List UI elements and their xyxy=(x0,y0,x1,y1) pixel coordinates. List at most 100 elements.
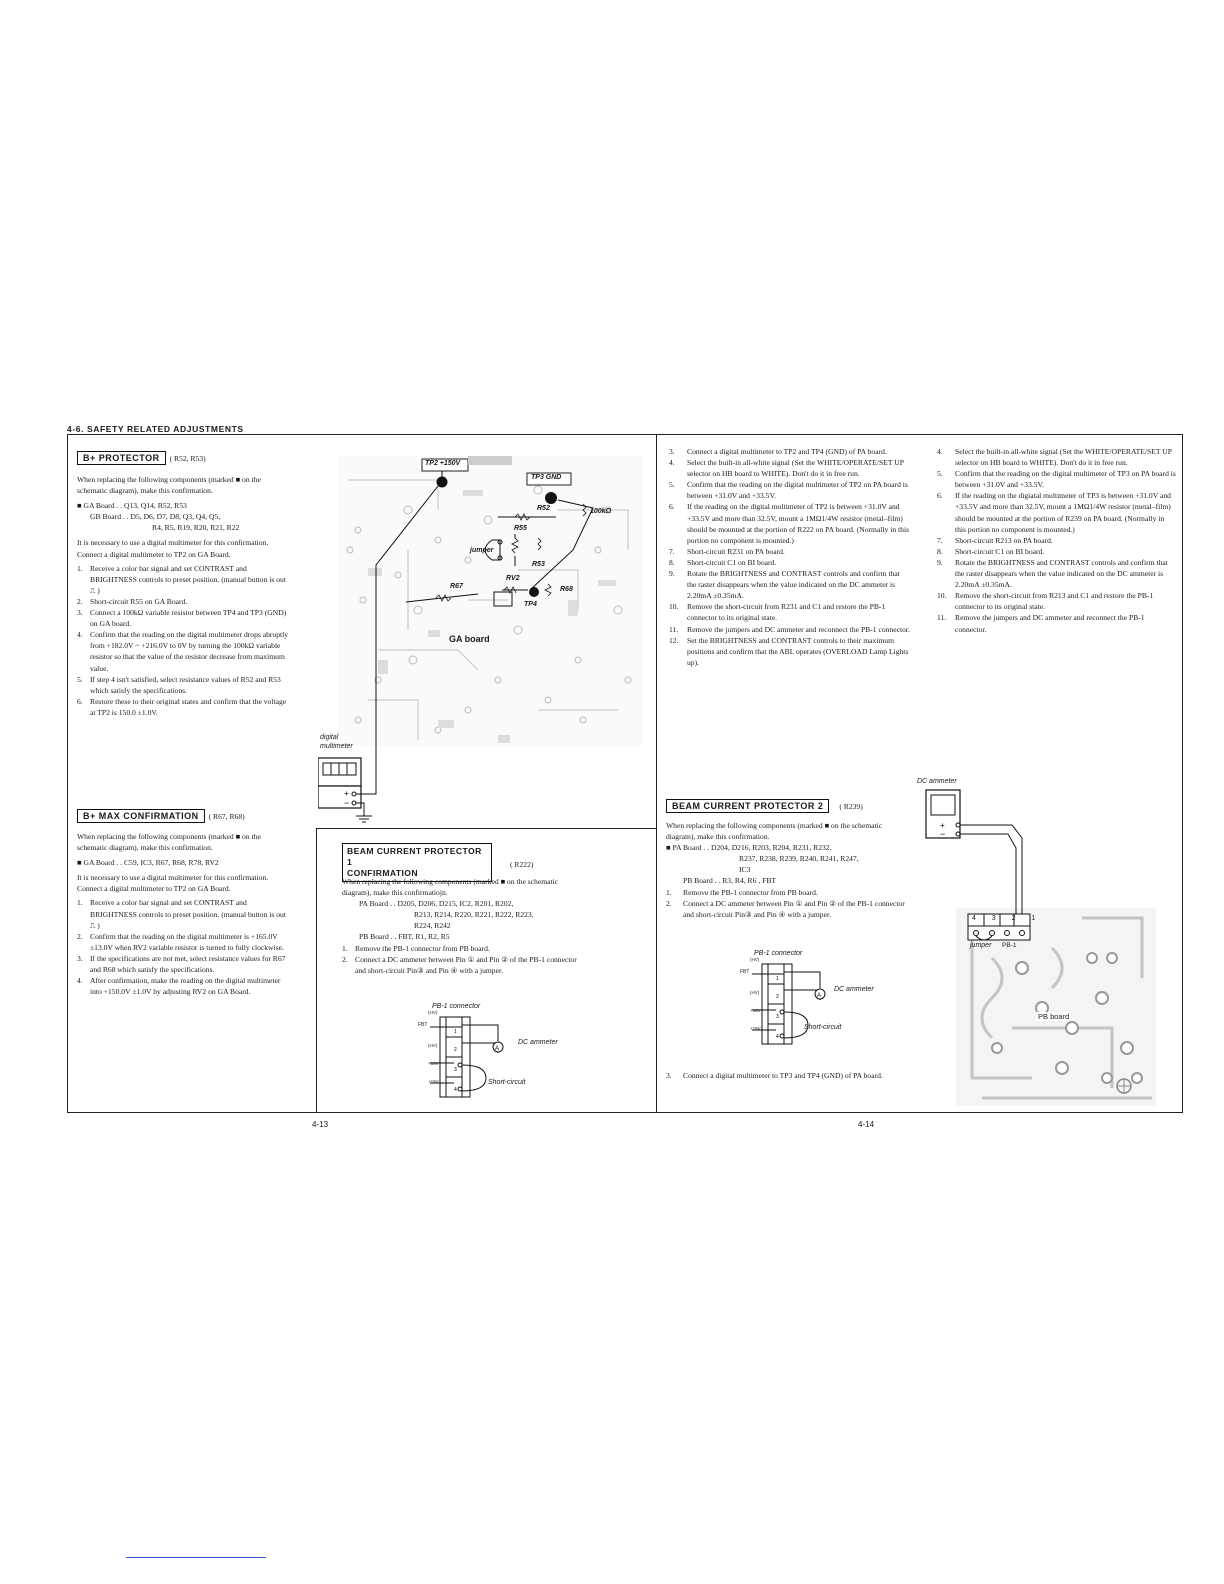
svg-text:1: 1 xyxy=(776,976,779,982)
svg-text:−: − xyxy=(940,829,945,839)
bplus-protector-heading: B+ PROTECTOR ( R52, R53) xyxy=(77,448,206,466)
intro-text: When replacing the following components … xyxy=(77,475,261,496)
section-ref: ( R52, R53) xyxy=(169,454,206,463)
step: 7.Short-circuit R231 on PA board. xyxy=(669,546,785,556)
svg-text:4: 4 xyxy=(454,1087,457,1093)
step: 5.Confirm that the reading on the digita… xyxy=(669,480,908,501)
dc-ammeter-label: DC ammeter xyxy=(834,986,874,993)
step: 8.Short-circuit C1 on BI board. xyxy=(937,546,1045,556)
pb1-connector-diagram-2: PB-1 connector A 1 2 3 4 (HV) FBT (HV) +… xyxy=(732,950,912,1050)
pb1-title: PB-1 connector xyxy=(432,1003,481,1010)
gb-board-line: GB Board . . D5, D6, D7, D8, Q3, Q4, Q5, xyxy=(90,512,221,522)
pb1-connector-diagram: PB-1 connector A 1 2 3 4 (HV) FBT (HV) +… xyxy=(410,1003,590,1103)
step: 1.Receive a color bar signal and set CON… xyxy=(77,563,286,595)
jumper-label: jumper xyxy=(470,547,494,554)
connect-text: Connect a digital multimeter to TP2 on G… xyxy=(77,884,231,894)
steps-list: 1.Receive a color bar signal and set CON… xyxy=(77,897,290,997)
intro-text: When replacing the following components … xyxy=(342,877,559,898)
step: 4.After confirmation, make the reading o… xyxy=(77,976,281,997)
pin-label: (HV) xyxy=(750,990,760,995)
svg-text:A: A xyxy=(817,993,821,999)
pa-board-line: PA Board . . D205, D206, D215, IC2, R201… xyxy=(359,899,514,909)
svg-text:3: 3 xyxy=(776,1014,779,1020)
pin-label: +18V xyxy=(750,1008,761,1013)
step: 3.If the specifications are not met, sel… xyxy=(77,953,286,975)
step: 9.Rotate the BRIGHTNESS and CONTRAST con… xyxy=(669,569,900,601)
bcp1-heading: BEAM CURRENT PROTECTOR 1 CONFIRMATION xyxy=(342,843,552,882)
svg-text:2: 2 xyxy=(776,994,779,1000)
short-circuit-label: Short-circuit xyxy=(804,1024,842,1031)
dc-ammeter-label: DC ammeter xyxy=(518,1039,558,1046)
step: 6.Restore these to their original states… xyxy=(77,696,287,717)
gb-board-line-2: R4, R5, R19, R20, R21, R22 xyxy=(152,523,240,533)
pa-board-line: ■ PA Board . . D204, D216, R203, R204, R… xyxy=(666,843,832,853)
pin-label: +18V xyxy=(428,1079,439,1084)
section-title: B+ PROTECTOR xyxy=(77,451,166,465)
svg-text:A: A xyxy=(495,1046,499,1052)
frame-bottom xyxy=(67,1112,1183,1114)
frame-center xyxy=(656,434,658,1113)
steps-list: 1.Receive a color bar signal and set CON… xyxy=(77,563,290,718)
tp4-label: TP4 xyxy=(524,601,537,608)
step: 3.Connect a 100kΩ variable resistor betw… xyxy=(77,608,287,629)
step: 3.Connect a digital multimeter to TP2 an… xyxy=(669,447,887,456)
section-title: BEAM CURRENT PROTECTOR 1 CONFIRMATION xyxy=(342,843,492,882)
rv2-label: RV2 xyxy=(506,575,520,582)
pa-board-line-3: R224, R242 xyxy=(414,921,451,931)
section-ref: ( R67, R68) xyxy=(208,812,245,821)
frame-inner-horizontal xyxy=(316,828,656,830)
step: 5.Confirm that the reading on the digita… xyxy=(937,469,1176,490)
step: 11.Remove the jumpers and DC ammeter and… xyxy=(669,624,910,634)
ga-board-line: ■ GA Board . . Q13, Q14, R52, R53 xyxy=(77,501,187,511)
step: 4.Select the built-in all-white signal (… xyxy=(669,458,904,479)
pb1-drawing: A 1 2 3 4 xyxy=(752,963,826,1045)
r55-label: R55 xyxy=(514,525,527,532)
step: 5.If step 4 isn't satisfied, select resi… xyxy=(77,674,281,695)
step: 1.Remove the PB-1 connector from PB boar… xyxy=(342,943,490,953)
step: 2.Connect a DC ammeter between Pin ① and… xyxy=(666,898,905,919)
pa-board-line-3: IC3 xyxy=(739,865,751,875)
tp3-label: TP3 GND xyxy=(531,474,562,481)
frame-right xyxy=(1182,434,1184,1113)
svg-text:+: + xyxy=(344,789,349,798)
steps-list: 1.Remove the PB-1 connector from PB boar… xyxy=(342,943,582,976)
frame-left xyxy=(67,434,69,1113)
bplus-protector-body: When replacing the following components … xyxy=(77,474,290,718)
step: 1.Remove the PB-1 connector from PB boar… xyxy=(666,887,818,897)
ga-board-drawing: + − xyxy=(317,456,643,823)
steps-list: 1.Remove the PB-1 connector from PB boar… xyxy=(666,887,911,920)
jumper-label: jumper xyxy=(970,942,992,949)
step: 2.Confirm that the reading on the digita… xyxy=(77,931,284,952)
ga-board-diagram: + − TP2 +150V TP3 GND R52 100kΩ R55 jump… xyxy=(317,450,648,828)
step: 1.Receive a color bar signal and set CON… xyxy=(77,898,286,930)
r53-label: R53 xyxy=(532,561,545,568)
bplus-max-heading: B+ MAX CONFIRMATION ( R67, R68) xyxy=(77,806,245,824)
bcp2-body: When replacing the following components … xyxy=(666,820,911,920)
step: 6.If the reading on the digital multimet… xyxy=(669,502,910,545)
bcp2-heading: BEAM CURRENT PROTECTOR 2 ( R239) xyxy=(666,796,863,814)
step: 8.Short-circuit C1 on BI board. xyxy=(669,557,777,567)
ga-board-line: ■ GA Board . . C59, IC3, R67, R68, R78, … xyxy=(77,858,219,868)
steps-list: 4.Select the built-in all-white signal (… xyxy=(937,446,1177,635)
step: 11.Remove the jumpers and DC ammeter and… xyxy=(937,613,1145,634)
steps-list: 3.Connect a digital multimeter to TP2 an… xyxy=(669,446,911,668)
bplus-max-body: When replacing the following components … xyxy=(77,831,290,997)
pa-board-line-2: R213, R214, R220, R221, R222, R223, xyxy=(414,910,534,920)
bcp1-ref: ( R222) xyxy=(510,860,534,869)
svg-text:1: 1 xyxy=(454,1029,457,1035)
step: 9.Rotate the BRIGHTNESS and CONTRAST con… xyxy=(937,557,1168,590)
pin-label: (HV) xyxy=(750,957,760,962)
intro-text: When replacing the following components … xyxy=(77,832,261,853)
step: 4.Confirm that the reading on the digita… xyxy=(77,630,289,673)
step: 2.Short-circuit R55 on GA Board. xyxy=(77,596,188,606)
pb-board-line: PB Board . . FBT, R1, R2, R5 xyxy=(359,932,450,942)
connect-text: Connect a digital multimeter to TP2 on G… xyxy=(77,549,231,559)
step: 10.Remove the short-circuit from R213 an… xyxy=(937,591,1154,612)
page-number-right: 4-14 xyxy=(858,1120,875,1129)
pin-label: +18V xyxy=(750,1026,761,1031)
resistor-value-label: 100kΩ xyxy=(590,508,612,515)
pb-board-line: PB Board . . R3, R4, R6 , FBT xyxy=(683,876,777,886)
col4-steps: 4.Select the built-in all-white signal (… xyxy=(937,446,1177,635)
svg-text:−: − xyxy=(344,798,349,808)
pb-board-diagram: + − DC ammeter 4 3 2 1 jumper PB-1 PB bo… xyxy=(912,778,1182,1112)
